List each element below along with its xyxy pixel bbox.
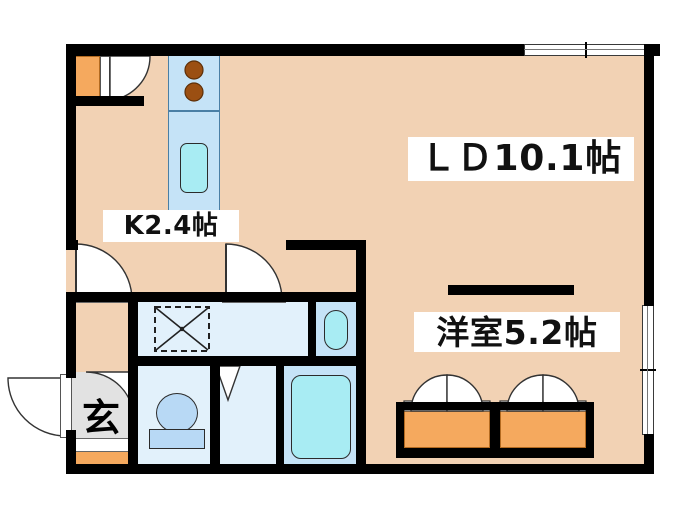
genkan-threshold [72,438,130,452]
wall-kitchen-right-top [286,240,366,250]
entrance-door-leaf [60,374,72,438]
wall-hall-right [128,292,138,474]
genkan-label: 玄 [81,396,120,440]
washing-machine-space-icon [154,306,210,352]
window-right-wall-glassline [647,305,648,435]
wall-kitchen-header [66,240,78,250]
wall-kitchen-bottom [66,292,366,302]
wall-basin-left [308,296,316,358]
wall-closet-left-end [396,402,404,456]
wall-top-right-stub [650,44,660,56]
balcony-window-top-mullion [585,42,587,58]
entrance-door-icon[interactable] [7,374,70,440]
window-right-wall-mullion [640,369,656,371]
balcony-window-top-glassline [524,49,650,50]
wall-closet-divider [490,402,500,456]
kitchen-sink-icon [180,143,208,193]
wall-left-upper [66,44,76,102]
label-kitchen: K2.4帖 [103,210,239,242]
wall-bath-left [276,360,284,474]
wall-left-genkan [66,430,76,474]
closet-upper-left-door-icon[interactable] [109,55,151,101]
wall-right-upper [644,44,654,306]
wall-closet-right-end [586,402,594,456]
genkan-step [72,452,130,466]
label-living-dining: ＬＤ10.1帖 [408,137,634,181]
wall-top [66,44,524,56]
wall-right-lower [644,434,654,474]
bathtub-icon [291,375,351,459]
closet-bedroom-left [404,408,490,448]
wash-basin-icon [324,310,348,350]
toilet-bowl-icon [156,393,198,433]
hall-floor [66,294,134,372]
wall-genkan-top [66,368,76,378]
washroom-floor [142,300,328,358]
kitchen-counter [168,50,220,235]
balcony-window-top [524,44,650,56]
toilet-door-icon[interactable] [215,365,242,403]
wall-left-closet-bottom [66,96,144,106]
wall-washroom-bottom [134,356,366,366]
closet-upper-left-threshold [100,56,110,100]
gas-stove-icon [184,60,204,102]
wall-toilet-right [210,360,220,474]
wall-left-lower [66,292,76,378]
wall-closet-bottom [396,448,594,458]
closet-upper-left [72,56,100,100]
wall-left-mid [66,96,76,248]
closet-bedroom-right [500,408,586,448]
wall-bedroom-partition [448,285,574,295]
kitchen-counter-divider [168,110,220,112]
label-bedroom: 洋室5.2帖 [414,312,620,352]
toilet-tank-icon [149,429,205,449]
